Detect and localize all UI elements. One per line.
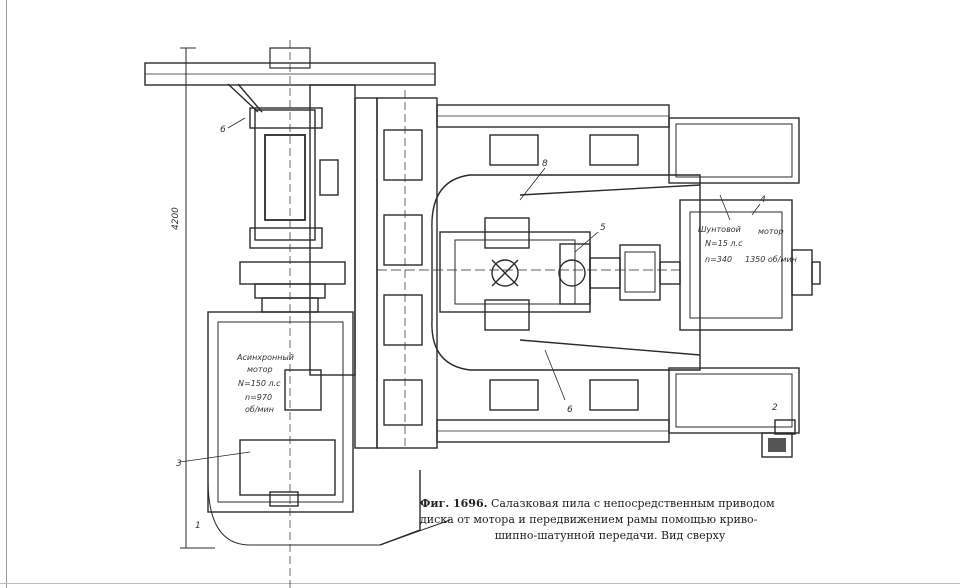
lower-rail — [436, 367, 800, 443]
label-5: 5 — [600, 223, 606, 233]
caption-line-1-text: Салазковая пила с непосредственным приво… — [490, 497, 775, 510]
figure-number: Фиг. 1696. — [420, 497, 488, 510]
right-motor-text-2: мотор — [758, 227, 784, 236]
figure-caption: Фиг. 1696. Салазковая пила с непосредств… — [420, 496, 840, 544]
pulley — [239, 261, 346, 313]
upper-rail — [436, 104, 800, 184]
part-labels: 6 3 1 8 5 4 6 2 — [176, 117, 778, 531]
page-left-edge — [6, 0, 7, 588]
left-motor-text-5: об/мин — [245, 405, 274, 414]
dimension-label: 4200 — [171, 207, 181, 230]
right-motor-text-4: n=340 — [705, 255, 732, 264]
label-6-upper: 6 — [220, 125, 226, 135]
left-motor: Асинхронный мотор N=150 л.с n=970 об/мин — [207, 311, 451, 546]
left-motor-text-1: Асинхронный — [236, 353, 294, 362]
right-motor-text-3: N=15 л.с — [705, 239, 743, 248]
left-motor-text-2: мотор — [247, 365, 273, 374]
caption-line-2: диска от мотора и передвижением рамы пом… — [420, 513, 758, 526]
label-1: 1 — [195, 521, 201, 531]
label-8: 8 — [542, 159, 548, 169]
label-3: 3 — [176, 459, 182, 469]
caption-line-1: Фиг. 1696. Салазковая пила с непосредств… — [420, 497, 775, 510]
corner-block — [761, 419, 796, 458]
carriage — [431, 174, 701, 371]
right-motor: Шунтовой мотор N=15 л.с n=340 1350 об/ми… — [679, 194, 821, 331]
label-2: 2 — [772, 403, 778, 413]
left-motor-text-4: n=970 — [245, 393, 272, 402]
label-6-lower: 6 — [567, 405, 573, 415]
right-motor-text-5: 1350 об/мин — [745, 255, 797, 264]
caption-line-3: шипно-шатунной передачи. Вид сверху — [494, 529, 726, 542]
dimension-line: 4200 — [171, 47, 215, 549]
right-motor-text-1: Шунтовой — [698, 225, 741, 234]
page-bottom-edge — [0, 583, 960, 584]
left-slide-assembly — [227, 83, 356, 376]
top-rail — [144, 40, 436, 588]
main-frame — [354, 90, 680, 450]
label-4: 4 — [760, 195, 766, 205]
left-motor-text-3: N=150 л.с — [238, 379, 281, 388]
